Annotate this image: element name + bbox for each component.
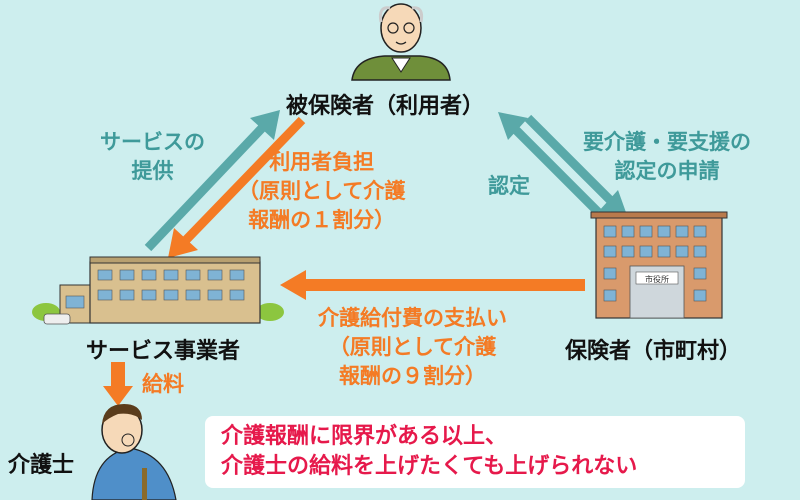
- payment-arrow: [280, 270, 585, 300]
- salary-label: 給料: [142, 372, 184, 396]
- city-hall-sign: 市役所: [645, 274, 669, 284]
- provider-label: サービス事業者: [86, 339, 241, 364]
- user-burden-arrow: [168, 116, 306, 258]
- payment-label: 介護給付費の支払い （原則として介護 報酬の９割分）: [318, 304, 507, 391]
- caregiver-label: 介護士: [8, 453, 75, 478]
- caregiver-person-icon: [91, 404, 177, 500]
- elderly-person-icon: [351, 3, 451, 81]
- certification-arrow: [498, 112, 602, 216]
- conclusion-callout: 介護報酬に限界がある以上、 介護士の給料を上げたくても上げられない: [205, 416, 745, 488]
- payment-line-1: 介護給付費の支払い: [318, 306, 507, 330]
- city-hall-building-icon: 市役所: [590, 211, 728, 319]
- service-provision-label: サービスの 提供: [100, 128, 205, 186]
- service-provision-arrow: [144, 110, 280, 252]
- payment-line-2: （原則として介護: [328, 335, 497, 359]
- application-line-2: 認定の申請: [614, 159, 720, 183]
- insured-label: 被保険者（利用者）: [286, 94, 485, 119]
- user-burden-line-1: 利用者負担: [269, 150, 375, 174]
- application-line-1: 要介護・要支援の: [583, 130, 751, 154]
- provider-building-icon: [32, 256, 284, 325]
- user-burden-label: 利用者負担 （原則として介護 報酬の１割分）: [238, 148, 405, 235]
- user-burden-line-2: （原則として介護: [238, 179, 406, 203]
- callout-line-2: 介護士の給料を上げたくても上げられない: [221, 454, 638, 479]
- payment-line-3: 報酬の９割分）: [339, 364, 486, 388]
- insurer-label: 保険者（市町村）: [565, 339, 742, 364]
- callout-line-1: 介護報酬に限界がある以上、: [221, 424, 508, 449]
- application-arrow: [524, 114, 628, 218]
- service-provision-line-1: サービスの: [100, 130, 205, 154]
- service-provision-line-2: 提供: [131, 159, 174, 183]
- application-label: 要介護・要支援の 認定の申請: [583, 128, 751, 186]
- user-burden-line-3: 報酬の１割分）: [248, 208, 396, 232]
- certification-label: 認定: [488, 174, 530, 198]
- salary-arrow: [103, 362, 133, 406]
